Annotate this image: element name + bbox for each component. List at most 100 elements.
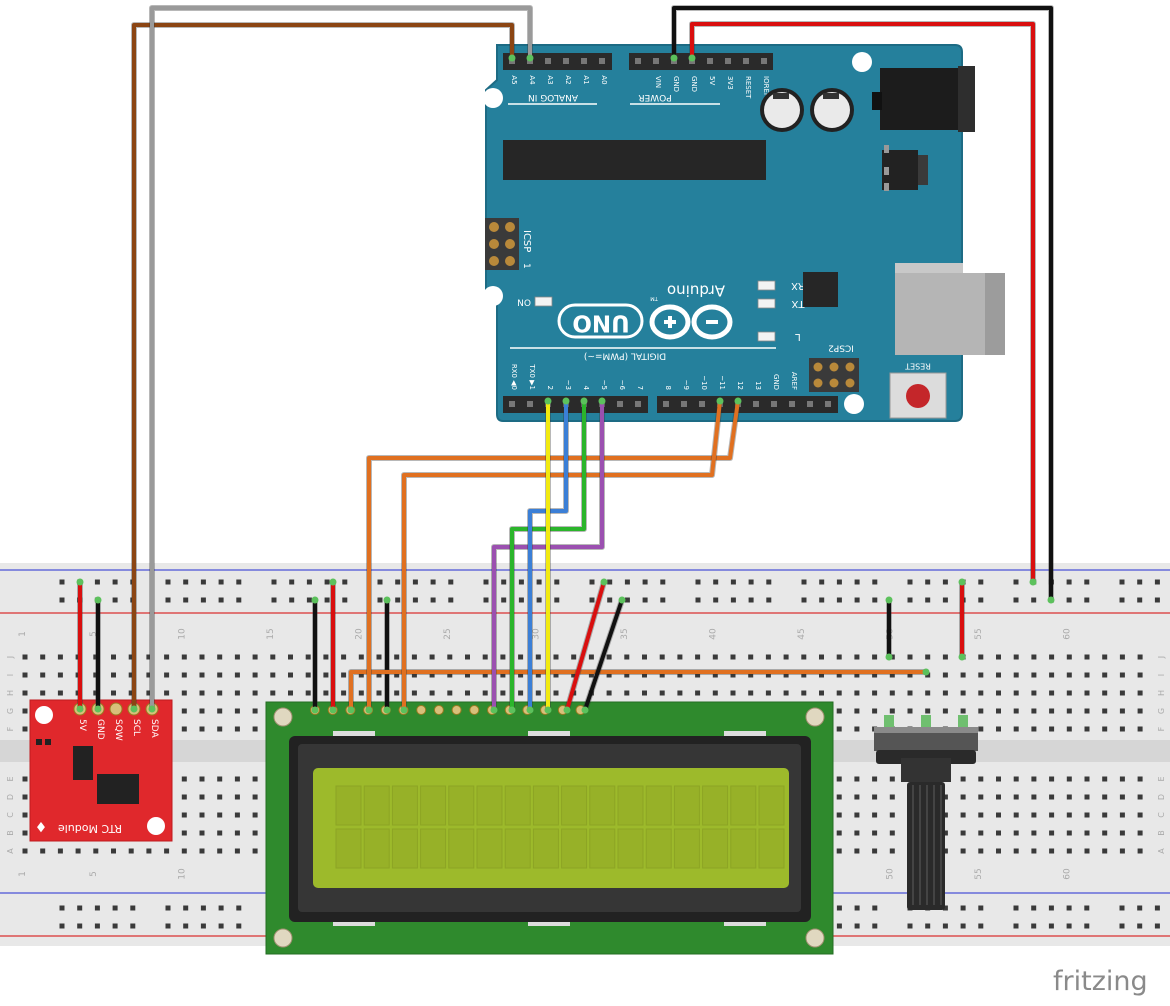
wire-end xyxy=(527,55,534,62)
rail-hole xyxy=(749,580,754,585)
header-pin xyxy=(545,58,551,64)
reset-button-cap[interactable] xyxy=(906,384,930,408)
terminal-hole xyxy=(1049,795,1054,800)
terminal-hole xyxy=(660,691,665,696)
terminal-hole xyxy=(554,655,559,660)
terminal-hole xyxy=(200,795,205,800)
header-pin xyxy=(635,401,641,407)
terminal-hole xyxy=(1067,795,1072,800)
terminal-hole xyxy=(182,673,187,678)
rail-hole xyxy=(342,598,347,603)
terminal-hole xyxy=(890,691,895,696)
rtc-pin-label: SDA xyxy=(149,719,159,738)
terminal-hole xyxy=(819,691,824,696)
rail-hole xyxy=(590,580,595,585)
rail-hole xyxy=(431,580,436,585)
terminal-hole xyxy=(40,655,45,660)
terminal-hole xyxy=(978,691,983,696)
terminal-hole xyxy=(235,709,240,714)
terminal-hole xyxy=(996,813,1001,818)
rail-hole xyxy=(713,598,718,603)
terminal-hole xyxy=(1138,727,1143,732)
wire-end xyxy=(689,55,696,62)
terminal-hole xyxy=(748,655,753,660)
terminal-hole xyxy=(837,849,842,854)
rail-hole xyxy=(219,924,224,929)
rail-hole xyxy=(660,598,665,603)
terminal-hole xyxy=(1102,849,1107,854)
terminal-hole xyxy=(908,691,913,696)
rail-hole xyxy=(943,924,948,929)
terminal-hole xyxy=(1014,709,1019,714)
rail-hole xyxy=(1120,580,1125,585)
digital-pin-label: AREF xyxy=(790,372,798,390)
terminal-hole xyxy=(978,727,983,732)
terminal-hole xyxy=(1031,813,1036,818)
terminal-hole xyxy=(961,831,966,836)
terminal-hole xyxy=(978,813,983,818)
terminal-hole xyxy=(1120,655,1125,660)
wire-end xyxy=(330,707,337,714)
terminal-hole xyxy=(554,691,559,696)
wire-end xyxy=(77,579,84,586)
terminal-hole xyxy=(430,691,435,696)
terminal-hole xyxy=(447,691,452,696)
terminal-hole xyxy=(996,777,1001,782)
rail-hole xyxy=(448,580,453,585)
terminal-hole xyxy=(253,813,258,818)
column-number-bottom: 5 xyxy=(89,871,99,877)
analog-pin-label: A3 xyxy=(546,75,554,84)
terminal-hole xyxy=(872,813,877,818)
lcd-char-cell xyxy=(731,829,756,868)
mount-hole xyxy=(483,88,503,108)
lcd-char-cell xyxy=(364,829,389,868)
rtc-mount-hole xyxy=(35,706,53,724)
power-label: POWER xyxy=(638,92,671,102)
terminal-hole xyxy=(1014,795,1019,800)
terminal-hole xyxy=(837,691,842,696)
header-pin xyxy=(743,58,749,64)
rail-hole xyxy=(731,598,736,603)
lcd-char-cell xyxy=(674,786,699,825)
terminal-hole xyxy=(925,655,930,660)
lcd-char-cell xyxy=(618,829,643,868)
rail-hole xyxy=(1137,924,1142,929)
rail-hole xyxy=(643,580,648,585)
terminal-hole xyxy=(1031,849,1036,854)
terminal-hole xyxy=(235,795,240,800)
rail-hole xyxy=(537,580,542,585)
terminal-hole xyxy=(182,655,187,660)
column-number-top: 1 xyxy=(18,631,28,637)
terminal-hole xyxy=(1067,691,1072,696)
rail-hole xyxy=(289,580,294,585)
terminal-hole xyxy=(40,691,45,696)
analog-in-label: ANALOG IN xyxy=(528,92,578,102)
row-letter: C xyxy=(1157,812,1166,818)
rail-hole xyxy=(219,598,224,603)
row-letter: A xyxy=(1157,848,1166,854)
terminal-hole xyxy=(430,655,435,660)
rail-hole xyxy=(731,580,736,585)
terminal-hole xyxy=(23,831,28,836)
icsp-pin xyxy=(505,222,515,232)
terminal-hole xyxy=(323,655,328,660)
terminal-hole xyxy=(1031,727,1036,732)
wire-end xyxy=(581,398,588,405)
rail-hole xyxy=(908,598,913,603)
terminal-hole xyxy=(288,655,293,660)
terminal-hole xyxy=(1102,795,1107,800)
terminal-hole xyxy=(801,655,806,660)
terminal-hole xyxy=(40,673,45,678)
rail-hole xyxy=(448,598,453,603)
terminal-hole xyxy=(854,813,859,818)
terminal-hole xyxy=(1067,709,1072,714)
terminal-hole xyxy=(23,795,28,800)
terminal-hole xyxy=(1067,813,1072,818)
wire-end xyxy=(1030,579,1037,586)
rail-hole xyxy=(395,598,400,603)
terminal-hole xyxy=(943,709,948,714)
rtc-pin xyxy=(110,703,122,715)
wire-end xyxy=(717,398,724,405)
terminal-hole xyxy=(996,795,1001,800)
